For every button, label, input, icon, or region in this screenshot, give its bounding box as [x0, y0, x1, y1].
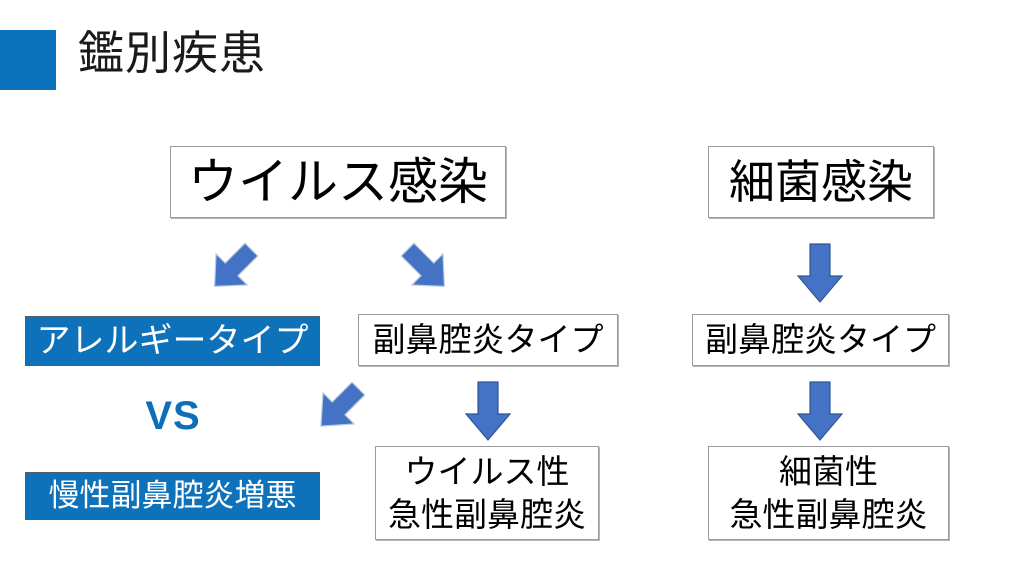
arrow-right-sinusitis-to-bacterial-icon	[796, 380, 844, 442]
node-virus-infection: ウイルス感染	[170, 146, 506, 218]
node-bacterial-infection: 細菌感染	[708, 146, 934, 218]
arrow-sinusitis-to-chronic-icon	[310, 378, 370, 436]
node-allergy-type: アレルギータイプ	[25, 316, 320, 366]
node-chronic-sinusitis-exacerbation: 慢性副鼻腔炎増悪	[25, 472, 320, 520]
arrow-virus-to-allergy-icon	[205, 240, 261, 296]
node-viral-acute-sinusitis: ウイルス性 急性副鼻腔炎	[375, 446, 599, 540]
page-title: 鑑別疾患	[78, 27, 266, 79]
arrow-mid-sinusitis-to-viral-icon	[464, 380, 512, 442]
vs-label: VS	[145, 394, 201, 438]
arrow-bacteria-to-sinusitis-icon	[796, 242, 844, 304]
node-sinusitis-type-right: 副鼻腔炎タイプ	[692, 314, 949, 366]
arrow-virus-to-sinusitis-icon	[398, 240, 454, 296]
node-sinusitis-type-mid: 副鼻腔炎タイプ	[358, 314, 618, 366]
node-bacterial-acute-sinusitis: 細菌性 急性副鼻腔炎	[708, 446, 949, 540]
title-accent-marker	[0, 30, 56, 90]
